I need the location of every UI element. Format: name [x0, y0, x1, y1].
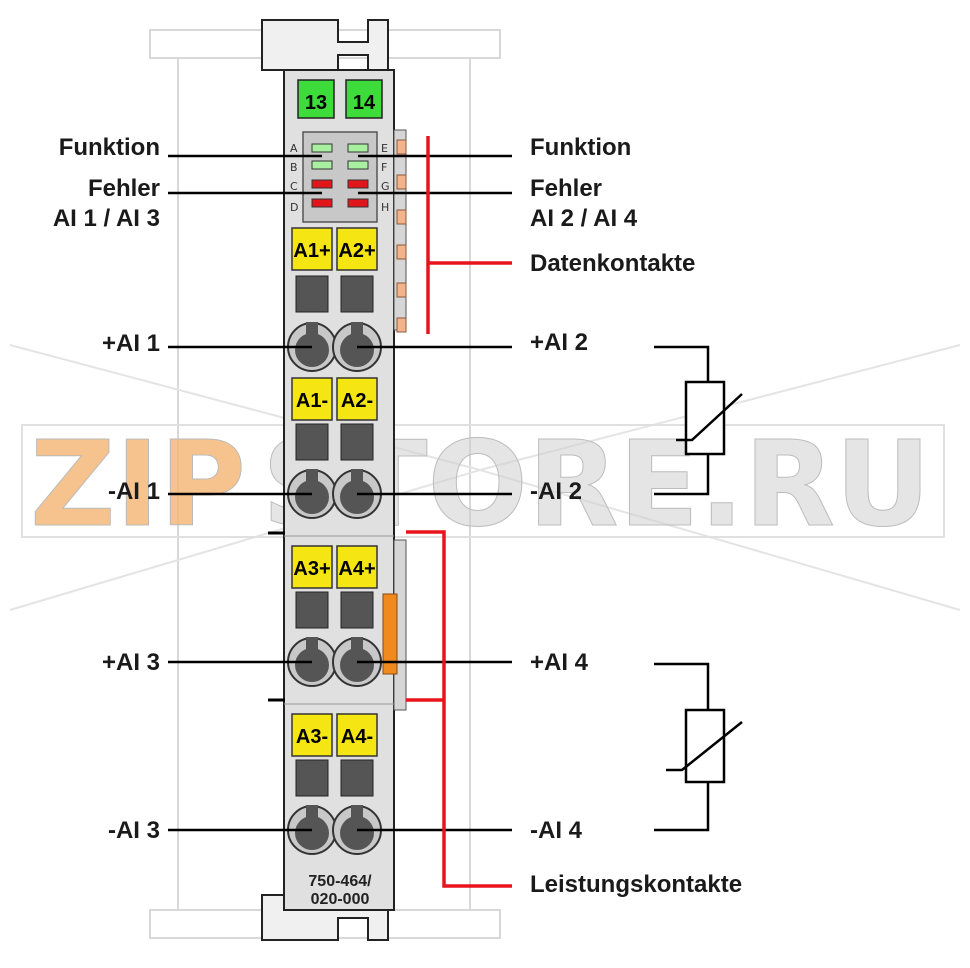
label-left-fehler: Fehler — [88, 175, 160, 202]
label-datenkontakte: Datenkontakte — [530, 250, 695, 277]
watermark-highlight: ZIP — [30, 415, 246, 553]
top-terminal-13: 13 — [305, 92, 327, 114]
tag-a1-minus: A1- — [296, 390, 328, 412]
led-letter-c: C — [290, 180, 298, 193]
data-contacts — [396, 139, 407, 333]
top-terminal-14: 14 — [353, 92, 376, 114]
label-ai1-minus: -AI 1 — [108, 478, 160, 505]
tag-a4-minus: A4- — [341, 726, 373, 748]
label-right-fehler-channels: AI 2 / AI 4 — [530, 205, 638, 232]
led-letter-a: A — [290, 142, 298, 155]
tag-a1-plus: A1+ — [293, 240, 330, 262]
label-ai4-minus: -AI 4 — [530, 817, 583, 844]
led-letter-d: D — [290, 201, 298, 214]
tag-a3-plus: A3+ — [293, 558, 330, 580]
data-contacts-bracket — [426, 136, 512, 334]
led-letter-f: F — [381, 161, 387, 174]
tag-a2-plus: A2+ — [338, 240, 375, 262]
power-contacts-bracket — [406, 530, 512, 888]
led-letter-g: G — [381, 180, 390, 193]
led-block: A B C D E F G H — [290, 131, 390, 223]
label-ai2-minus: -AI 2 — [530, 478, 582, 505]
power-contact — [382, 593, 398, 675]
label-ai4-plus: +AI 4 — [530, 649, 589, 676]
leader-lines — [168, 154, 512, 832]
tag-a3-minus: A3- — [296, 726, 328, 748]
tag-a2-minus: A2- — [341, 390, 373, 412]
label-leistungskontakte: Leistungskontakte — [530, 871, 742, 898]
label-right-funktion: Funktion — [530, 134, 631, 161]
led-letter-b: B — [290, 161, 298, 174]
label-right-fehler: Fehler — [530, 175, 602, 202]
sensor-symbol-1 — [654, 345, 743, 496]
label-ai3-plus: +AI 3 — [102, 649, 160, 676]
part-number-line1: 750-464/ — [308, 873, 372, 890]
label-left-funktion: Funktion — [59, 134, 160, 161]
label-left-fehler-channels: AI 1 / AI 3 — [53, 205, 160, 232]
label-ai2-plus: +AI 2 — [530, 329, 588, 356]
sensor-symbol-2 — [654, 662, 743, 832]
label-ai1-plus: +AI 1 — [102, 330, 160, 357]
label-ai3-minus: -AI 3 — [108, 817, 160, 844]
led-letter-e: E — [381, 142, 388, 155]
tag-a4-plus: A4+ — [338, 558, 375, 580]
top-terminals: 13 14 — [297, 79, 383, 119]
part-number-line2: 020-000 — [311, 891, 370, 908]
led-letter-h: H — [381, 201, 389, 214]
